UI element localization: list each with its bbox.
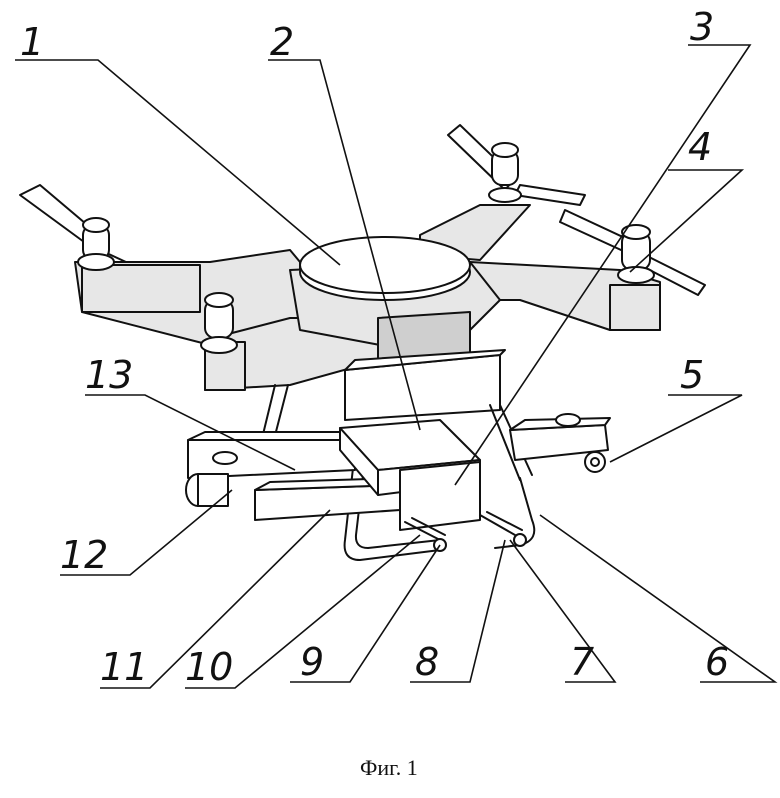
motor-front-left: [78, 218, 114, 270]
figure-caption: Фиг. 1: [360, 755, 418, 780]
top-cover-disk: [300, 237, 470, 300]
label-12: 12: [60, 533, 108, 577]
motor-front: [201, 293, 237, 353]
label-7: 7: [570, 640, 594, 684]
label-3: 3: [690, 5, 714, 49]
label-9: 9: [300, 640, 324, 684]
label-5: 5: [680, 353, 704, 397]
label-11: 11: [100, 645, 148, 689]
label-2: 2: [270, 20, 294, 64]
label-13: 13: [85, 353, 133, 397]
cargo-box: [400, 462, 480, 530]
label-1: 1: [20, 20, 44, 64]
label-8: 8: [415, 640, 439, 684]
label-6: 6: [705, 640, 729, 684]
label-4: 4: [688, 125, 712, 169]
label-10: 10: [185, 645, 233, 689]
central-housing: [345, 350, 505, 420]
motor-back-right: [489, 143, 521, 202]
